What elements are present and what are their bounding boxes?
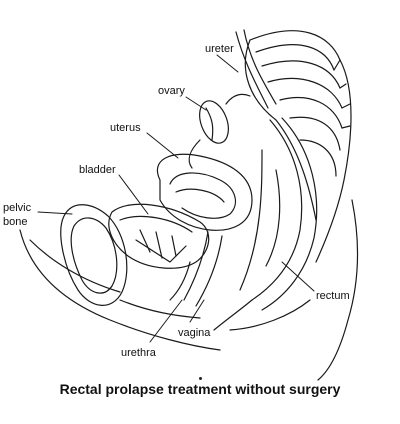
label-ovary: ovary [158,85,185,97]
label-bladder: bladder [79,164,116,176]
label-bone: bone [3,216,27,228]
ureter-illustration [243,29,277,105]
label-ureter: ureter [205,43,234,55]
rectum-illustration [213,117,318,331]
body-outline [19,199,359,381]
label-pelvic: pelvic [3,202,32,214]
bladder-illustration [108,203,210,269]
label-urethra: urethra [121,347,157,359]
label-vagina: vagina [178,327,211,339]
vagina-illustration [169,231,223,307]
spine-illustration [244,30,352,263]
uterus-illustration [156,153,253,231]
caption: Rectal prolapse treatment without surger… [59,381,341,397]
caption-dot [199,377,202,380]
pelvic-bone-illustration [60,204,128,306]
label-uterus: uterus [110,122,141,134]
label-rectum: rectum [316,290,350,302]
label-leader-lines [37,54,315,343]
